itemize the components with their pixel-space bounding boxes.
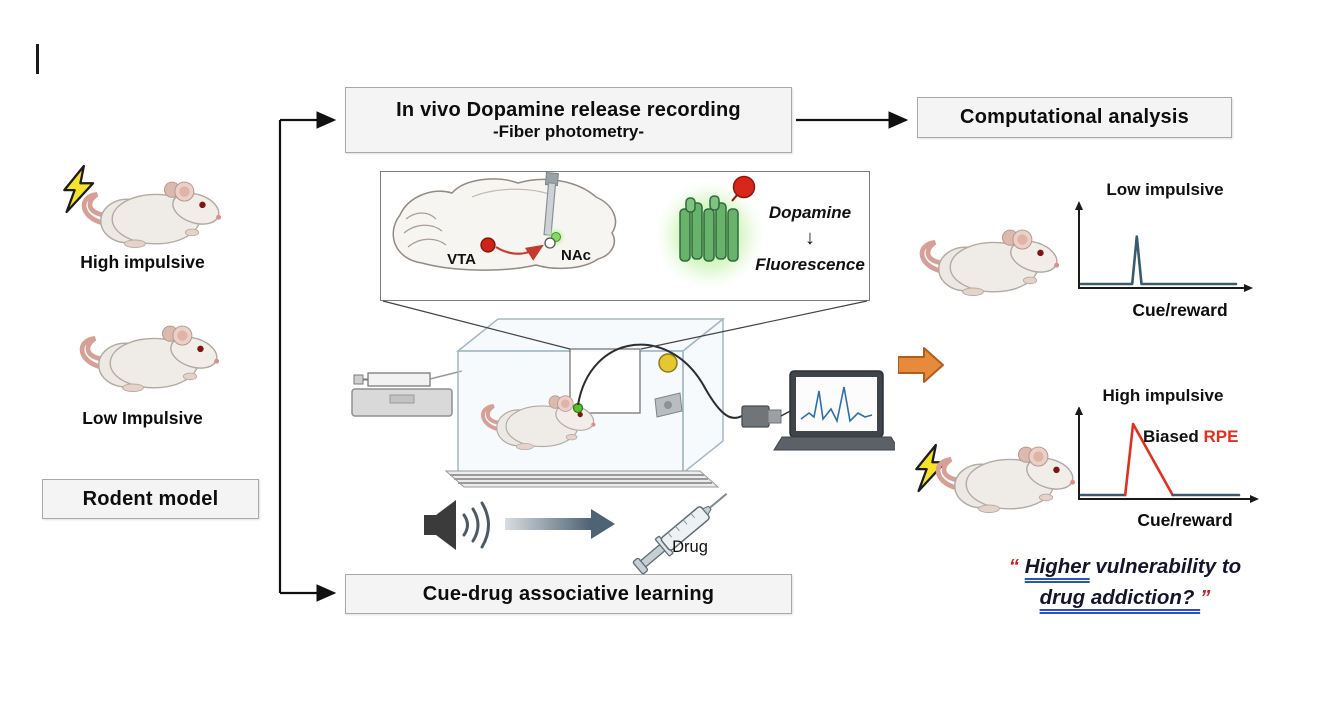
syringe-pump-illustration <box>351 370 463 417</box>
biased-rpe-annotation: Biased RPE <box>1143 427 1238 447</box>
low-chart-x-label: Cue/reward <box>1132 300 1228 320</box>
orange-arrow-icon <box>898 347 944 383</box>
dopamine-molecule-dot <box>732 175 756 199</box>
high-chart-x-label: Cue/reward <box>1137 510 1233 530</box>
reward-port <box>654 392 683 418</box>
open-quote: “ <box>1008 555 1025 578</box>
result-low-rat-illustration <box>912 206 1082 306</box>
computational-analysis-box: Computational analysis <box>917 97 1232 138</box>
grid-floor <box>444 470 720 488</box>
low-chart-title: Low impulsive <box>1106 180 1224 199</box>
nac-circle <box>544 237 556 249</box>
sound-waves-icon <box>462 501 490 549</box>
rodent-model-box: Rodent model <box>42 479 259 519</box>
recording-title-line1: In vivo Dopamine release recording <box>396 98 741 121</box>
down-arrow-icon: ↓ <box>805 227 815 249</box>
learning-title-label: Cue-drug associative learning <box>422 582 715 605</box>
conclusion-quote: “ Higher vulnerability to drug addiction… <box>960 552 1290 614</box>
fluorescence-label: Fluorescence <box>755 255 865 274</box>
cue-to-drug-arrow-icon <box>505 509 615 539</box>
optic-fiber-icon <box>543 172 559 236</box>
cue-light <box>658 353 678 373</box>
biased-prefix: Biased <box>1143 427 1199 446</box>
dopamine-sensor-illustration <box>656 175 764 289</box>
computational-analysis-label: Computational analysis <box>960 106 1189 128</box>
speaker-cue-illustration <box>424 500 490 550</box>
low-impulsive-label: Low Impulsive <box>82 408 203 428</box>
photometry-cable <box>577 343 743 419</box>
quote-line1-rest: vulnerability to <box>1089 555 1242 578</box>
brain-illustration <box>392 178 617 271</box>
head-mount-window <box>569 348 641 414</box>
vta-label: VTA <box>447 251 476 268</box>
high-impulsive-rat-illustration <box>63 164 240 258</box>
laptop-illustration <box>773 370 895 451</box>
recording-title-line2: -Fiber photometry- <box>492 121 645 141</box>
photodetector <box>741 405 795 428</box>
fiber-photometry-panel-art: VTA NAc Dopamine ↓ Fluorescence <box>392 172 865 289</box>
high-impulsive-chart <box>1075 407 1259 503</box>
learning-title-box: Cue-drug associative learning <box>345 574 792 614</box>
quote-word-higher: Higher <box>1024 555 1090 578</box>
rpe-label: RPE <box>1203 427 1239 446</box>
high-chart-title: High impulsive <box>1102 386 1224 405</box>
speaker-icon <box>424 500 456 550</box>
signal-trace <box>800 386 873 424</box>
result-high-rat-illustration <box>915 443 1090 533</box>
quote-line-1: “ Higher vulnerability to <box>960 552 1290 583</box>
low-impulsive-rat-illustration <box>68 302 248 402</box>
low-impulsive-chart <box>1075 201 1253 292</box>
drug-syringe-illustration <box>632 492 728 575</box>
vta-dot <box>480 237 496 253</box>
syringe-icon <box>632 492 728 575</box>
close-quote: ” <box>1200 585 1211 609</box>
rodent-model-label: Rodent model <box>82 487 219 510</box>
drug-label: Drug <box>672 538 708 556</box>
nac-label: NAc <box>561 247 591 264</box>
quote-line-2: drug addiction? ” <box>960 583 1290 614</box>
quote-line2-text: drug addiction? <box>1039 585 1201 609</box>
recording-title-box: In vivo Dopamine release recording -Fibe… <box>345 87 792 153</box>
stray-cursor-mark <box>36 44 39 74</box>
dopamine-label: Dopamine <box>769 203 851 222</box>
operant-chamber-illustration <box>351 317 895 488</box>
vta-to-nac-arrow <box>495 244 544 261</box>
high-impulsive-label: High impulsive <box>80 252 205 272</box>
